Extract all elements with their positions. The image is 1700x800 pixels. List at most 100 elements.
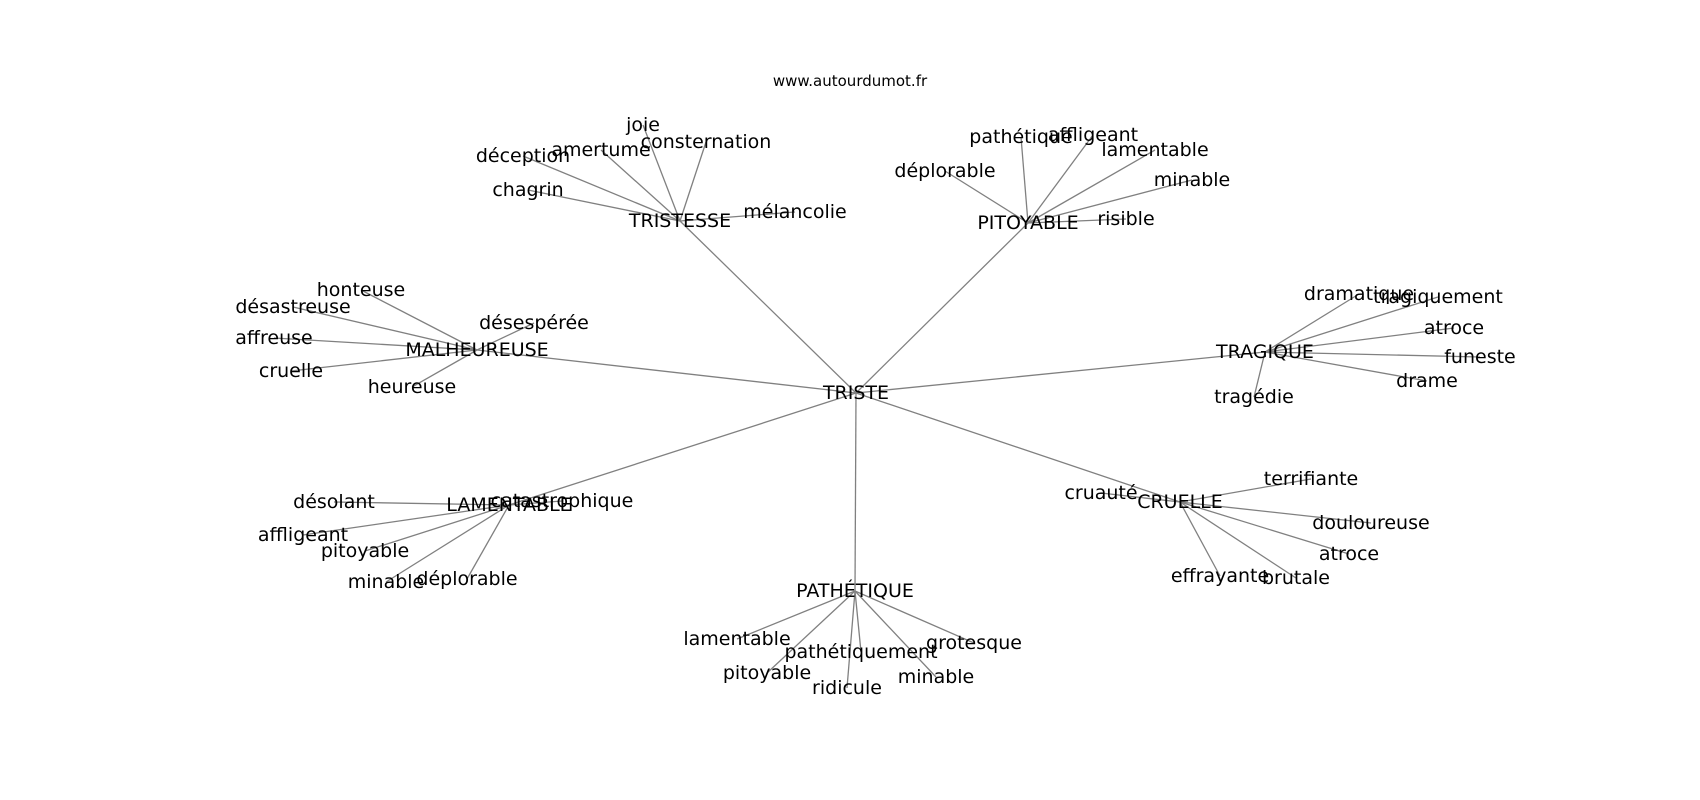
source-caption: www.autourdumot.fr [772, 72, 928, 90]
word-node: désolant [293, 491, 375, 513]
word-node: honteuse [317, 279, 405, 301]
word-node: dramatique [1304, 283, 1414, 305]
word-node: minable [898, 666, 975, 688]
word-node: déplorable [416, 568, 517, 590]
word-node: terrifiante [1264, 468, 1359, 490]
edge-cluster-5-word-0 [1100, 492, 1181, 503]
edge-cluster-4-word-4 [385, 504, 510, 583]
edge-cluster-1-word-4 [1027, 179, 1193, 224]
edge-cluster-3-word-2 [1264, 327, 1455, 353]
edge-cluster-4-word-3 [364, 504, 510, 552]
edge-cluster-1-word-5 [1027, 218, 1127, 224]
word-node: pathétiquement [784, 641, 937, 663]
word-node: lamentable [683, 628, 790, 650]
word-node: joie [625, 114, 660, 136]
edge-cluster-2-word-1 [292, 306, 478, 351]
word-node: pathétique [969, 126, 1072, 148]
edge-cluster-0-word-4 [527, 189, 681, 222]
word-node: pitoyable [723, 662, 811, 684]
word-node: déplorable [894, 160, 995, 182]
edge-cluster-4-word-2 [302, 504, 510, 536]
edge-center-to-1 [855, 222, 1029, 394]
edge-cluster-1-word-1 [1027, 134, 1094, 224]
edge-cluster-2-word-2 [476, 322, 535, 351]
word-node: tragédie [1214, 386, 1294, 408]
edge-cluster-4-word-5 [466, 504, 510, 580]
word-node: mélancolie [743, 201, 846, 223]
edge-cluster-6-word-0 [736, 590, 856, 640]
edge-cluster-6-word-1 [854, 590, 975, 644]
edge-cluster-0-word-3 [522, 155, 681, 222]
word-node: heureuse [368, 376, 457, 398]
edge-cluster-5-word-5 [1179, 501, 1297, 579]
word-node: affligeant [1048, 124, 1138, 146]
center-node: TRISTE [822, 382, 889, 404]
edge-cluster-5-word-2 [1179, 501, 1372, 524]
word-node: cruelle [259, 360, 323, 382]
edge-cluster-2-word-5 [411, 349, 478, 388]
word-node: affreuse [235, 327, 312, 349]
word-node: tragiquement [1373, 286, 1503, 308]
edge-center-to-2 [476, 349, 857, 394]
word-node: affligeant [258, 524, 348, 546]
edge-cluster-3-word-1 [1264, 296, 1439, 353]
edge-cluster-6-word-5 [854, 590, 937, 678]
edge-cluster-2-word-4 [290, 349, 478, 372]
word-node: douloureuse [1312, 512, 1429, 534]
edge-center-to-4 [508, 392, 857, 506]
edges-layer [273, 124, 1481, 689]
edge-cluster-0-word-0 [642, 124, 681, 222]
edge-cluster-3-word-3 [1264, 351, 1481, 358]
word-node: effrayante [1171, 565, 1269, 587]
edge-center-to-6 [854, 392, 857, 592]
edge-cluster-3-word-5 [1253, 351, 1266, 398]
word-node: désastreuse [235, 296, 350, 318]
word-node: désespérée [479, 312, 589, 334]
word-node: amertume [551, 139, 650, 161]
word-node: grotesque [926, 632, 1022, 654]
edge-center-to-5 [855, 392, 1181, 503]
edge-center-to-3 [855, 351, 1266, 394]
cluster-node: LAMENTABLE [446, 494, 571, 516]
edge-cluster-5-word-3 [1179, 501, 1350, 555]
edge-cluster-4-word-0 [333, 501, 510, 506]
word-node: funeste [1444, 346, 1516, 368]
edge-cluster-0-word-5 [679, 211, 796, 222]
word-node: pitoyable [321, 540, 409, 562]
edge-cluster-4-word-1 [508, 500, 563, 506]
labels-layer: TRISTE TRISTESSE joie amertumeconsternation… [235, 114, 1515, 699]
word-node: atroce [1424, 317, 1484, 339]
edge-cluster-1-word-3 [944, 170, 1029, 224]
edge-cluster-2-word-0 [360, 289, 478, 351]
edge-cluster-1-word-2 [1027, 149, 1156, 224]
edge-cluster-0-word-1 [600, 149, 681, 222]
edge-cluster-6-word-4 [846, 590, 856, 689]
edge-cluster-0-word-2 [679, 141, 707, 222]
edge-cluster-5-word-1 [1179, 478, 1312, 503]
edge-cluster-6-word-2 [854, 590, 862, 653]
cluster-node: CRUELLE [1137, 491, 1223, 513]
cluster-node: MALHEUREUSE [405, 339, 548, 361]
cluster-node: PATHÉTIQUE [796, 579, 914, 602]
edge-cluster-3-word-4 [1264, 351, 1428, 382]
word-node: drame [1396, 370, 1458, 392]
word-node: déception [476, 145, 570, 167]
edge-cluster-1-word-0 [1020, 136, 1029, 224]
cluster-node: PITOYABLE [977, 212, 1078, 234]
edge-cluster-5-word-4 [1179, 501, 1221, 577]
word-node: minable [348, 571, 425, 593]
word-node: catastrophique [491, 490, 634, 512]
word-node: consternation [641, 131, 772, 153]
word-node: chagrin [492, 179, 563, 201]
cluster-node: TRAGIQUE [1215, 341, 1314, 363]
edge-cluster-3-word-0 [1264, 293, 1360, 353]
word-node: cruauté [1064, 482, 1137, 504]
word-node: lamentable [1101, 139, 1208, 161]
edge-center-to-0 [679, 220, 857, 394]
word-node: risible [1097, 208, 1154, 230]
cluster-node: TRISTESSE [628, 210, 731, 232]
word-node: ridicule [812, 677, 882, 699]
word-node: atroce [1319, 543, 1379, 565]
edge-cluster-6-word-3 [766, 590, 856, 674]
